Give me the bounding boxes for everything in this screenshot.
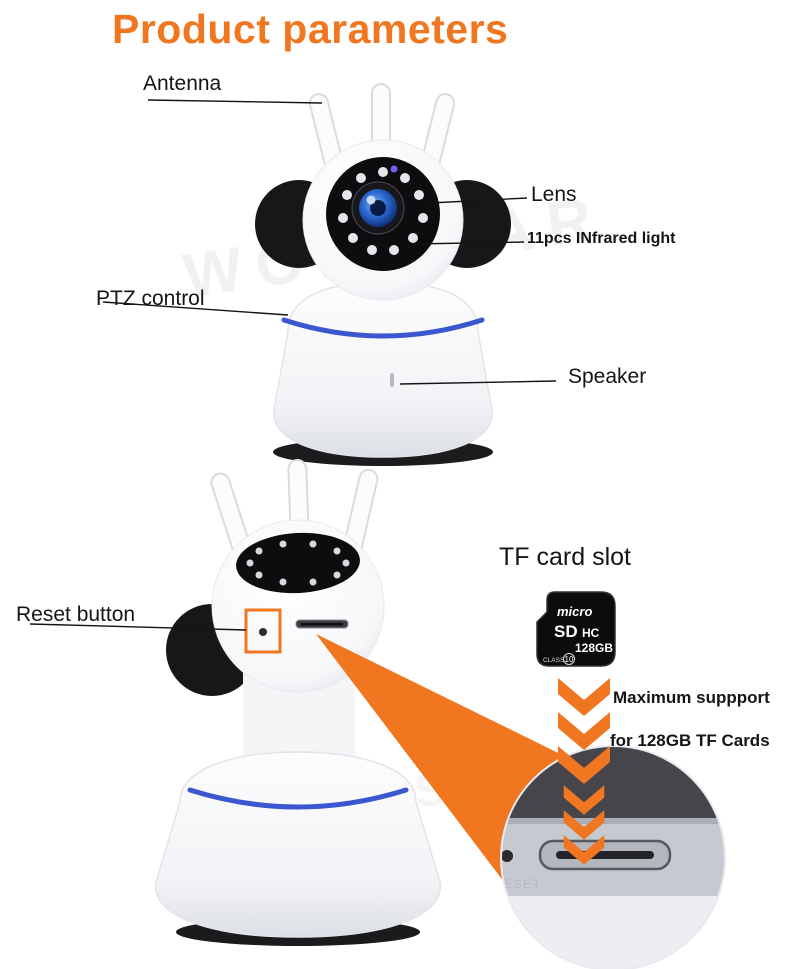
down-chevron-icon	[558, 678, 610, 716]
reset-hole	[259, 628, 267, 636]
status-ring	[187, 787, 409, 810]
tf-card-slot	[295, 619, 349, 629]
camera-body	[273, 281, 493, 458]
callout-lines	[29, 99, 557, 631]
ir-leds	[338, 167, 428, 255]
zoom-panel-edge	[501, 818, 725, 824]
tf-card-slot-heading: TF card slot	[499, 543, 631, 571]
zoom-tf-slot	[538, 839, 672, 871]
ptz-callout-line	[102, 301, 289, 316]
sd-card: micro SD HC 128GB CLASS 10	[536, 591, 616, 667]
sd-logo-suffix-label: HC	[582, 626, 600, 640]
callout-speaker-label: Speaker	[568, 365, 647, 388]
camera-face	[236, 532, 360, 594]
zoom-reset-hole	[501, 850, 513, 862]
antenna-callout-line	[147, 99, 323, 104]
sd-class-circle	[563, 653, 575, 665]
camera-body	[155, 751, 441, 938]
sd-capacity-label: 128GB	[575, 641, 613, 655]
callout-lens-label: Lens	[531, 183, 577, 206]
reset-highlight-box	[244, 608, 282, 654]
top-camera	[255, 83, 511, 466]
status-led	[390, 165, 398, 173]
sd-class-number: 10	[565, 655, 574, 664]
infrared-callout-line	[411, 241, 525, 245]
callout-antenna-label: Antenna	[143, 72, 222, 95]
lens-callout-line	[429, 197, 528, 204]
callout-infrared-label: 11pcs INfrared light	[527, 230, 676, 247]
sd-class-label: CLASS	[543, 657, 565, 664]
status-ring	[281, 317, 485, 339]
camera-lens	[351, 181, 405, 235]
callout-reset-label: Reset button	[16, 603, 136, 626]
reset-callout-line	[29, 623, 247, 631]
sd-brand-label: micro	[557, 604, 592, 619]
sd-logo-label: SD	[554, 622, 578, 641]
page-title: Product parameters	[112, 6, 509, 52]
bottom-camera	[155, 459, 441, 946]
ir-leds	[246, 540, 350, 586]
max-support-line1: Maximum suppport	[613, 688, 770, 707]
speaker-hole	[390, 373, 394, 387]
callout-ptz-label: PTZ control	[96, 287, 205, 310]
max-support-line2: for 128GB TF Cards	[610, 731, 770, 750]
speaker-callout-line	[399, 380, 557, 385]
zoom-reset-label: RESET	[494, 877, 542, 891]
